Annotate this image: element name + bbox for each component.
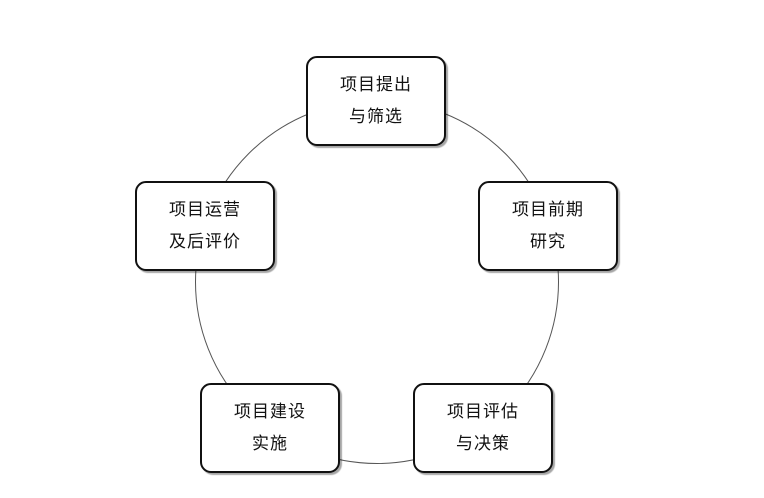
node-evaluation-decision: 项目评估 与决策	[413, 383, 553, 473]
node-label-line2: 研究	[530, 232, 566, 252]
node-label-line2: 与筛选	[349, 107, 403, 127]
node-operation-post-evaluation: 项目运营 及后评价	[135, 181, 275, 271]
node-label-line1: 项目前期	[512, 200, 584, 220]
node-preliminary-research: 项目前期 研究	[478, 181, 618, 271]
node-label-line1: 项目评估	[447, 402, 519, 422]
node-project-proposal-screening: 项目提出 与筛选	[306, 56, 446, 146]
node-label-line1: 项目建设	[234, 402, 306, 422]
node-label-line2: 及后评价	[169, 232, 241, 252]
node-label-line1: 项目提出	[340, 75, 412, 95]
node-label-line2: 与决策	[456, 434, 510, 454]
node-label-line1: 项目运营	[169, 200, 241, 220]
node-construction-implementation: 项目建设 实施	[200, 383, 340, 473]
node-label-line2: 实施	[252, 434, 288, 454]
